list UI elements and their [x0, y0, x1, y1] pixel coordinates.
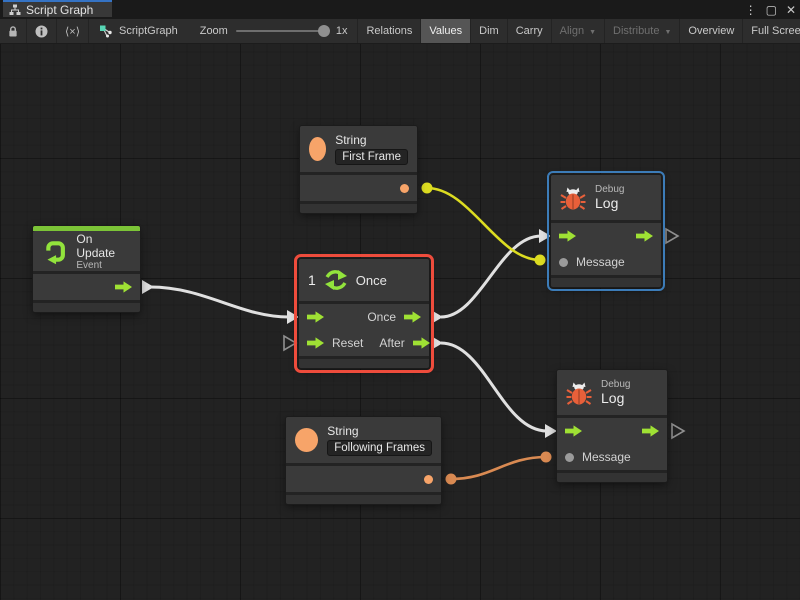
node-title: On Update [76, 232, 131, 260]
node-footer [551, 278, 661, 287]
lock-button[interactable] [0, 19, 27, 43]
window-controls: ⋮ ▢ ✕ [745, 0, 796, 19]
toolbar-toggle-group: Relations Values Dim Carry Align ▼ Distr… [357, 19, 800, 43]
flow-output-port-after[interactable] [413, 337, 430, 349]
distribute-button[interactable]: Distribute ▼ [605, 19, 680, 43]
zoom-slider-handle[interactable] [318, 25, 330, 37]
dim-button[interactable]: Dim [471, 19, 508, 43]
flow-output-port-once[interactable] [404, 311, 421, 323]
flow-output-port[interactable] [642, 425, 659, 437]
node-string-first-frame[interactable]: String First Frame [300, 126, 417, 213]
node-kicker: Debug [601, 379, 630, 390]
node-footer [33, 303, 140, 312]
string-value-field[interactable]: Following Frames [327, 440, 432, 456]
port-label-message: Message [582, 450, 631, 464]
align-button[interactable]: Align ▼ [552, 19, 605, 43]
info-icon [35, 25, 48, 38]
node-title: Log [601, 390, 630, 406]
string-literal-icon [309, 137, 326, 161]
tab-title: Script Graph [26, 3, 93, 17]
node-title: String [335, 133, 408, 147]
full-screen-button[interactable]: Full Screen [743, 19, 800, 43]
graph-hierarchy-icon [9, 4, 21, 16]
relations-button[interactable]: Relations [358, 19, 421, 43]
chevron-down-icon: ▼ [589, 29, 596, 36]
code-view-button[interactable]: ⟨×⟩ [57, 19, 89, 43]
message-input-port[interactable] [565, 453, 574, 462]
close-icon[interactable]: ✕ [786, 3, 796, 17]
port-label-once: Once [367, 310, 396, 324]
string-output-port[interactable] [400, 184, 409, 193]
breadcrumb-label: ScriptGraph [119, 25, 178, 37]
chevron-down-icon: ▼ [664, 29, 671, 36]
breadcrumb[interactable]: ScriptGraph [89, 19, 190, 43]
once-cycle-icon [323, 268, 349, 292]
graph-toolbar: ⟨×⟩ ScriptGraph Zoom 1x Relations Values… [0, 19, 800, 44]
node-debug-log-bottom[interactable]: Debug Log Message [557, 370, 667, 482]
tab-bar: Script Graph ⋮ ▢ ✕ [0, 0, 800, 19]
bug-icon [560, 185, 586, 211]
node-on-update-event[interactable]: On Update Event [33, 226, 140, 312]
tab-script-graph[interactable]: Script Graph [3, 0, 112, 17]
code-brackets-icon: ⟨×⟩ [65, 25, 80, 38]
node-title: Once [356, 273, 387, 288]
node-footer [299, 359, 429, 368]
string-output-port[interactable] [424, 475, 433, 484]
zoom-label: Zoom [200, 25, 228, 37]
overview-button[interactable]: Overview [680, 19, 743, 43]
node-footer [300, 204, 417, 213]
update-loop-icon [42, 238, 67, 265]
port-label-after: After [379, 336, 404, 350]
flow-input-port[interactable] [565, 425, 582, 437]
zoom-value: 1x [336, 25, 348, 37]
node-footer [286, 495, 441, 504]
carry-button[interactable]: Carry [508, 19, 552, 43]
node-debug-log-top[interactable]: Debug Log Message [551, 175, 661, 287]
window-menu-icon[interactable]: ⋮ [745, 3, 757, 17]
node-title: Log [595, 195, 624, 211]
string-value-field[interactable]: First Frame [335, 149, 408, 165]
port-label-reset: Reset [332, 336, 363, 350]
flow-output-port[interactable] [115, 281, 132, 293]
flow-input-port-reset[interactable] [307, 337, 324, 349]
flow-input-port[interactable] [307, 311, 324, 323]
lock-icon [8, 25, 18, 38]
flow-input-port[interactable] [559, 230, 576, 242]
node-string-following-frames[interactable]: String Following Frames [286, 417, 441, 504]
maximize-icon[interactable]: ▢ [766, 3, 777, 17]
port-label-message: Message [576, 255, 625, 269]
once-count: 1 [308, 272, 316, 288]
node-title: String [327, 424, 432, 438]
zoom-slider[interactable] [236, 30, 328, 32]
message-input-port[interactable] [559, 258, 568, 267]
node-subtitle: Event [76, 260, 131, 271]
string-literal-icon [295, 428, 318, 452]
node-kicker: Debug [595, 184, 624, 195]
node-footer [557, 473, 667, 482]
values-button[interactable]: Values [421, 19, 471, 43]
zoom-control: Zoom 1x [190, 19, 358, 43]
bug-icon [566, 380, 592, 406]
node-once-selected[interactable]: 1 Once Once Reset After [299, 259, 429, 368]
inspect-button[interactable] [27, 19, 57, 43]
script-graph-icon [99, 25, 113, 38]
flow-output-port[interactable] [636, 230, 653, 242]
